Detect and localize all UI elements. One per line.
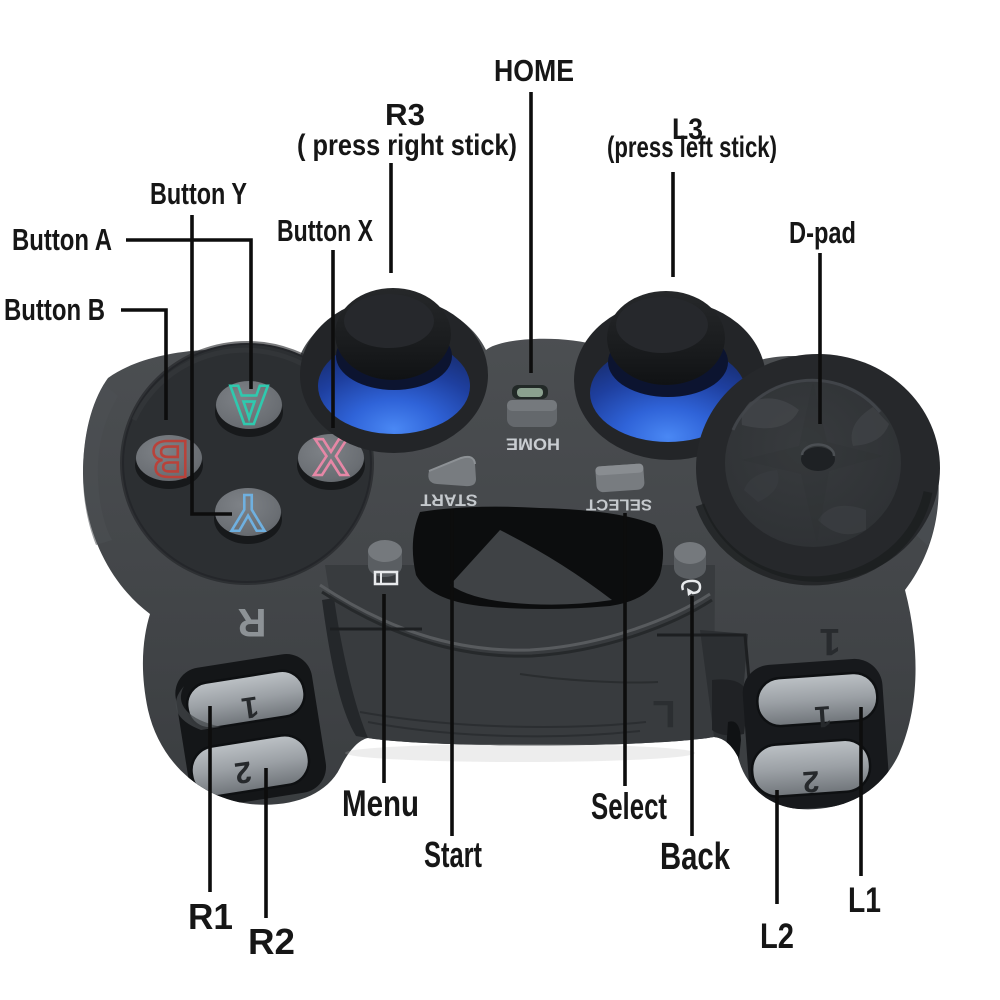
svg-text:B: B	[151, 429, 189, 487]
svg-text:Start: Start	[424, 834, 482, 875]
svg-text:L3: L3	[672, 113, 703, 146]
svg-text:R2: R2	[248, 921, 295, 962]
svg-text:Button A: Button A	[12, 222, 112, 257]
svg-text:R: R	[237, 600, 266, 644]
svg-text:D-pad: D-pad	[789, 215, 856, 250]
svg-text:2: 2	[802, 764, 821, 798]
svg-text:Select: Select	[591, 786, 667, 827]
svg-text:START: START	[420, 491, 478, 510]
svg-text:HOME: HOME	[494, 53, 574, 88]
svg-text:R3: R3	[385, 97, 425, 132]
svg-text:A: A	[229, 374, 269, 437]
svg-text:Menu: Menu	[342, 783, 419, 824]
svg-text:2: 2	[232, 754, 253, 789]
svg-text:SELECT: SELECT	[586, 496, 652, 513]
svg-text:Back: Back	[660, 836, 731, 878]
svg-text:HOME: HOME	[506, 435, 560, 454]
svg-text:L: L	[652, 692, 675, 734]
svg-text:1: 1	[819, 620, 840, 662]
svg-text:Button B: Button B	[4, 292, 105, 327]
svg-text:L2: L2	[760, 917, 794, 956]
svg-text:(press left stick): (press left stick)	[607, 131, 777, 164]
svg-text:Button Y: Button Y	[150, 176, 247, 211]
svg-text:L1: L1	[848, 881, 881, 920]
svg-text:R1: R1	[188, 896, 233, 937]
svg-text:Y: Y	[231, 483, 266, 541]
svg-text:1: 1	[814, 699, 833, 733]
svg-text:1: 1	[239, 689, 260, 724]
svg-text:( press right stick): ( press right stick)	[297, 129, 517, 162]
svg-text:Button X: Button X	[277, 213, 373, 248]
